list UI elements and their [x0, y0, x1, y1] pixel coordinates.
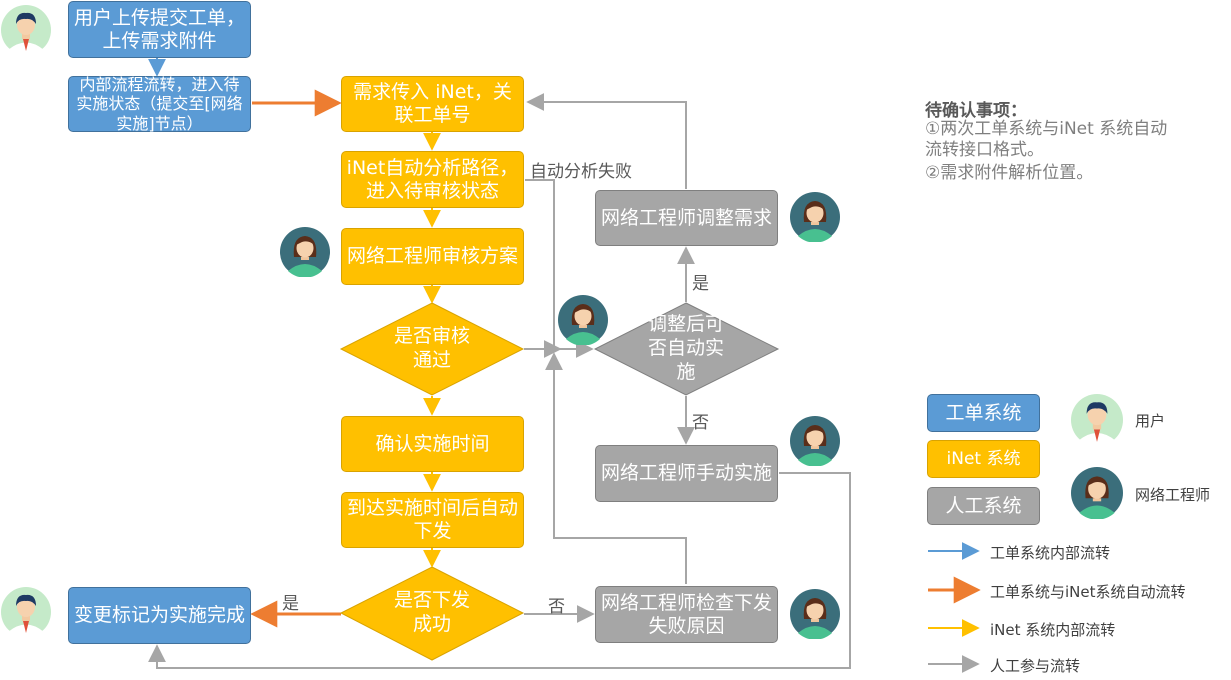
analyze-fail-label: 自动分析失败: [530, 162, 632, 182]
no-label-manual: 否: [692, 413, 709, 433]
auto-possible-diamond: [593, 302, 780, 396]
flow-manual-to-done: [148, 472, 851, 669]
confirm-time-box: 确认实施时间: [341, 416, 524, 472]
inet-import-box: 需求传入 iNet，关联工单号: [341, 76, 524, 132]
legend-inet-box: iNet 系统: [927, 440, 1040, 478]
pending-item-2: ②需求附件解析位置。: [925, 163, 1094, 183]
internal-flow-box: 内部流程流转，进入待实施状态（提交至[网络实施]节点）: [68, 75, 251, 133]
flow-check-to-adjust-decision: [545, 352, 687, 584]
pending-items-title: 待确认事项：: [925, 101, 1027, 121]
flow-adjust-to-inet: [526, 93, 687, 189]
legend-work-order-box: 工单系统: [927, 394, 1040, 432]
engineer-adjust-box: 网络工程师调整需求: [595, 190, 778, 246]
review-pass-diamond: [339, 302, 525, 396]
inet-analyze-box: iNet自动分析路径，进入待审核状态: [341, 151, 524, 208]
engineer-review-box: 网络工程师审核方案: [341, 228, 524, 285]
legend-flow-auto: 工单系统与iNet系统自动流转: [990, 583, 1186, 601]
auto-possible-label: 调整后可否自动实施: [647, 313, 724, 383]
deliver-success-diamond: [339, 566, 525, 661]
engineer-avatar-icon: [790, 589, 840, 639]
user-avatar-icon: [1, 587, 51, 637]
user-submit-box: 用户上传提交工单，上传需求附件: [68, 1, 251, 58]
engineer-check-box: 网络工程师检查下发失败原因: [595, 586, 778, 643]
deliver-success-label: 是否下发成功: [393, 589, 470, 635]
flow-analyze-fail: [525, 179, 594, 358]
legend-user-avatar-icon: [1071, 394, 1123, 446]
engineer-avatar-icon: [790, 192, 840, 242]
pending-item-1: ①两次工单系统与iNet 系统自动流转接口格式。: [925, 119, 1168, 161]
auto-deliver-box: 到达实施时间后自动下发: [341, 492, 524, 548]
legend-engineer-avatar-icon: [1071, 467, 1123, 519]
yes-label-adjust: 是: [692, 274, 709, 294]
engineer-manual-box: 网络工程师手动实施: [595, 445, 778, 502]
review-pass-label: 是否审核通过: [393, 325, 470, 371]
engineer-avatar-icon: [558, 295, 608, 345]
engineer-avatar-icon: [790, 416, 840, 466]
legend-engineer-label: 网络工程师: [1135, 486, 1211, 504]
user-avatar-icon: [1, 5, 51, 55]
legend-flow-manual: 人工参与流转: [990, 657, 1081, 675]
mark-done-box: 变更标记为实施完成: [68, 587, 251, 644]
legend-flow-inet: iNet 系统内部流转: [990, 621, 1116, 639]
legend-manual-box: 人工系统: [927, 487, 1040, 525]
legend-user-label: 用户: [1135, 412, 1166, 430]
yes-label-done: 是: [282, 594, 299, 614]
engineer-avatar-icon: [280, 227, 330, 277]
legend-flow-work-order: 工单系统内部流转: [990, 544, 1111, 562]
no-label-check: 否: [548, 597, 565, 617]
